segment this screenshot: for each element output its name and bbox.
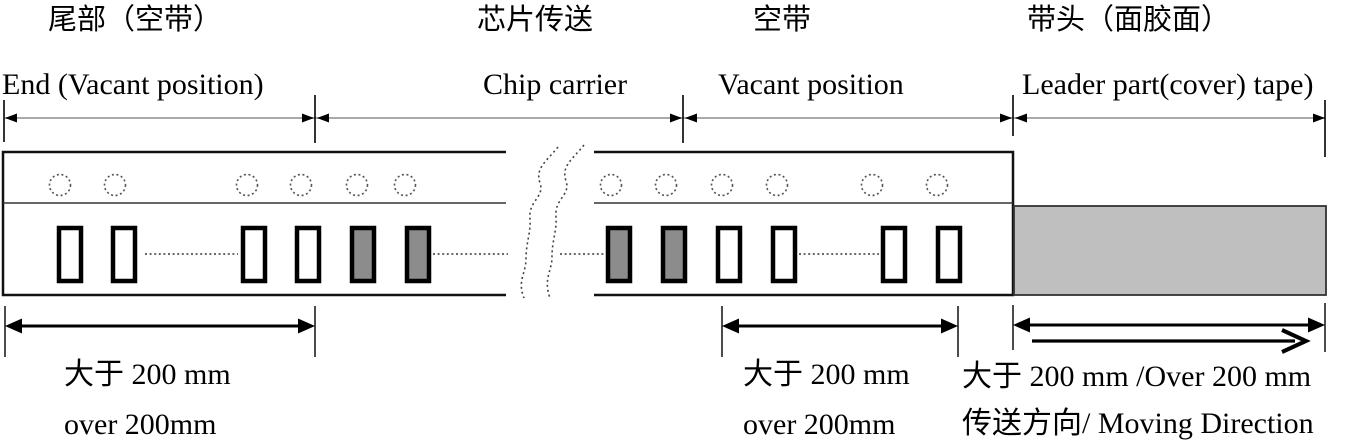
arrowhead-right-icon — [1308, 317, 1325, 333]
end-length-label-zh: 大于 200 mm — [64, 358, 231, 391]
vacant-length-label-en: over 200mm — [743, 408, 896, 441]
arrowhead-left-icon — [685, 113, 697, 123]
loaded-pocket — [660, 225, 688, 284]
vacant-length-label-zh: 大于 200 mm — [743, 358, 910, 391]
empty-pocket — [294, 225, 322, 284]
arrowhead-right-icon — [302, 113, 314, 123]
section-label-en-leader: Leader part(cover) tape) — [1022, 68, 1314, 101]
section-label-en-chip-carrier: Chip carrier — [483, 68, 628, 101]
loaded-pocket — [349, 225, 377, 284]
loaded-pocket — [605, 225, 633, 284]
pockets — [56, 225, 963, 284]
arrowhead-left-icon — [1013, 317, 1030, 333]
arrowhead-right-icon — [1000, 113, 1012, 123]
sprocket-hole-icon — [103, 173, 127, 197]
section-label-zh-leader: 带头（面胶面） — [1027, 4, 1231, 36]
sprocket-hole-icon — [393, 173, 417, 197]
end-length-arrow — [4, 306, 316, 357]
moving-direction-label: 传送方向/ Moving Direction — [962, 407, 1314, 440]
arrowhead-right-icon — [1313, 113, 1325, 123]
arrowhead-left-icon — [722, 318, 739, 334]
empty-pocket — [880, 225, 908, 284]
sprocket-hole-icon — [345, 173, 369, 197]
sprocket-hole-icon — [48, 173, 72, 197]
section-label-zh-chip-carrier: 芯片传送 — [477, 4, 594, 36]
carrier-tape — [1, 146, 1015, 301]
top-dimension-line — [3, 95, 1326, 157]
empty-pocket — [935, 225, 963, 284]
leader-tape — [1013, 205, 1327, 296]
arrowhead-right-icon — [670, 113, 682, 123]
section-label-zh-vacant: 空带 — [753, 4, 812, 36]
empty-pocket — [240, 225, 268, 284]
arrowhead-left-icon — [5, 113, 17, 123]
end-length-label-en: over 200mm — [64, 408, 217, 441]
sprocket-hole-icon — [654, 173, 678, 197]
moving-direction-arrow — [1032, 328, 1311, 354]
empty-pocket — [56, 225, 84, 284]
sprocket-hole-icon — [765, 173, 789, 197]
empty-pocket — [715, 225, 743, 284]
arrowhead-left-icon — [317, 113, 329, 123]
arrowhead-right-icon — [941, 318, 958, 334]
sprocket-hole-icon — [710, 173, 734, 197]
leader-length-label: 大于 200 mm /Over 200 mm — [962, 360, 1312, 393]
empty-pocket — [770, 225, 798, 284]
arrowhead-left-icon — [1015, 113, 1027, 123]
loaded-pocket — [404, 225, 432, 284]
break-symbol — [520, 144, 585, 299]
open-arrowhead-right-icon — [1281, 328, 1311, 354]
sprocket-hole-icon — [235, 173, 259, 197]
sprocket-hole-icon — [925, 173, 949, 197]
sprocket-holes — [48, 173, 949, 197]
section-label-zh-end: 尾部（空带） — [48, 4, 223, 36]
sprocket-hole-icon — [289, 173, 313, 197]
empty-pocket — [110, 225, 138, 284]
vacant-length-arrow — [721, 306, 959, 357]
sprocket-hole-icon — [599, 173, 623, 197]
break-gap — [506, 146, 594, 301]
section-label-en-vacant: Vacant position — [718, 68, 904, 101]
section-label-en-end: End (Vacant position) — [2, 68, 264, 101]
arrowhead-left-icon — [5, 318, 22, 334]
leader-length-arrow — [1012, 303, 1326, 352]
arrowhead-right-icon — [298, 318, 315, 334]
sprocket-hole-icon — [860, 173, 884, 197]
